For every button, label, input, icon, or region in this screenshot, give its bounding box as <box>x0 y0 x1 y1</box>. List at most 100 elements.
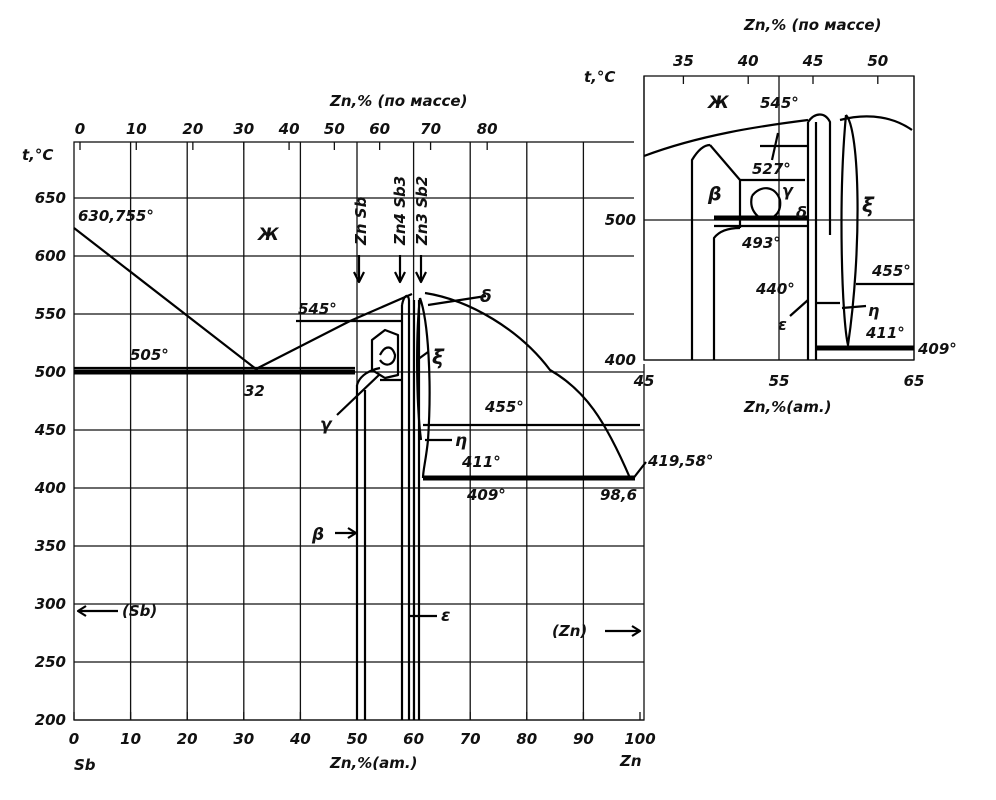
label-411: 411° <box>461 453 501 471</box>
inset-x-tick-label: 55 <box>769 372 790 390</box>
main-x-tick-label: 100 <box>624 730 655 748</box>
label-znsb: Zn Sb <box>352 196 370 246</box>
label-delta: δ <box>480 287 492 307</box>
main-y-tick-label: 400 <box>34 479 66 497</box>
main-plot <box>73 141 647 721</box>
inset-label-527: 527° <box>752 160 791 178</box>
inset-label-delta: δ <box>796 203 807 222</box>
main-x-tick-label: 90 <box>573 730 594 748</box>
label-gamma: γ <box>320 415 333 435</box>
main-top-tick-label: 40 <box>278 120 300 138</box>
label-32: 32 <box>244 382 265 400</box>
main-y-tick-label: 650 <box>35 189 66 207</box>
label-zn3sb2: Zn3 Sb2 <box>413 176 431 246</box>
inset-x-label: Zn,%(am.) <box>743 398 831 416</box>
main-x-tick-label: 60 <box>403 730 424 748</box>
inset-top-tick-label: 40 <box>737 52 759 70</box>
label-eta: η <box>455 431 467 451</box>
inset-x-tick-label: 65 <box>904 372 925 390</box>
arrow-zn4sb3-head <box>394 271 406 284</box>
label-eps: ε <box>441 606 450 626</box>
main-y-tick-label: 300 <box>35 595 66 613</box>
main-x-tick-label: 40 <box>289 730 311 748</box>
inset-x-tick-label: 45 <box>633 372 655 390</box>
label-505: 505° <box>130 346 169 364</box>
arrow-znsb-head <box>353 271 365 284</box>
xi-lens <box>418 297 431 479</box>
main-top-tick-label: 20 <box>182 120 203 138</box>
label-liquid: Ж <box>257 225 280 245</box>
main-y-tick-label: 500 <box>35 363 66 381</box>
label-419: 419,58° <box>647 452 713 470</box>
zn-label: Zn <box>619 752 642 770</box>
inset-top-tick-label: 45 <box>802 52 824 70</box>
main-y-tick-label: 450 <box>34 421 66 439</box>
label-zn4sb3: Zn4 Sb3 <box>391 176 409 246</box>
leader-419 <box>631 461 647 481</box>
label-455: 455° <box>484 398 524 416</box>
leader-sb-head <box>76 605 87 617</box>
inset-label-liquid: Ж <box>707 93 730 113</box>
label-beta: β <box>311 525 324 545</box>
inset-delta-box <box>807 113 832 235</box>
main-top-tick-label: 70 <box>420 120 441 138</box>
main-gridlines <box>73 142 644 721</box>
main-top-tick-label: 10 <box>126 120 147 138</box>
inset-label-xi: ξ <box>862 193 875 217</box>
inset-label-eps: ε <box>778 315 787 334</box>
main-y-tick-label: 550 <box>35 305 66 323</box>
inset-beta-left <box>690 143 711 360</box>
inset-leader-eps <box>789 299 809 317</box>
inset-beta-right <box>712 226 741 360</box>
inset-top-tick-label: 35 <box>673 52 694 70</box>
label-630: 630,755° <box>78 207 154 225</box>
main-top-label: Zn,% (по массе) <box>329 92 467 110</box>
inset-label-440: 440° <box>755 280 795 298</box>
inset-phase-lines <box>643 113 914 360</box>
main-phase-lines <box>73 227 647 720</box>
label-409: 409° <box>466 486 506 504</box>
inset-label-409: 409° <box>917 340 957 358</box>
inset-liquidus-left <box>643 118 809 158</box>
inset-label-493: 493° <box>741 234 781 252</box>
inset-xi-lens <box>840 114 859 347</box>
label-sb-solid: (Sb) <box>122 602 157 620</box>
inset-label-545: 545° <box>760 94 799 112</box>
eps-top <box>400 294 411 306</box>
leader-beta-head <box>347 527 358 539</box>
main-y-label: t,°C <box>22 146 53 164</box>
label-zn-solid: (Zn) <box>552 622 587 640</box>
main-y-tick-label: 600 <box>35 247 66 265</box>
leader-gamma <box>336 373 381 416</box>
gamma-inner <box>379 346 397 366</box>
main-x-tick-label: 30 <box>233 730 254 748</box>
main-x-label: Zn,%(am.) <box>329 754 417 772</box>
main-y-tick-label: 200 <box>35 711 66 729</box>
inset-label-gamma: γ <box>782 181 794 200</box>
main-top-tick-label: 50 <box>324 120 345 138</box>
main-x-tick-label: 10 <box>120 730 141 748</box>
xi-lens-inner <box>416 297 423 441</box>
main-x-tick-label: 80 <box>516 730 537 748</box>
gamma-region <box>370 328 400 380</box>
inset-top-label: Zn,% (по массе) <box>743 16 881 34</box>
leader-zn-head <box>631 625 642 637</box>
inset-label-beta: β <box>707 183 722 205</box>
inset-y-label: t,°C <box>584 68 615 86</box>
main-x-tick-label: 70 <box>460 730 481 748</box>
main-top-tick-label: 0 <box>75 120 85 138</box>
liquidus-zn-side <box>424 291 632 479</box>
inset-label-411: 411° <box>865 324 905 342</box>
leader-xi <box>416 351 429 361</box>
main-top-tick-label: 80 <box>477 120 498 138</box>
inset-leader-eta <box>841 304 867 310</box>
main-x-tick-label: 0 <box>69 730 79 748</box>
main-y-tick-label: 350 <box>35 537 66 555</box>
